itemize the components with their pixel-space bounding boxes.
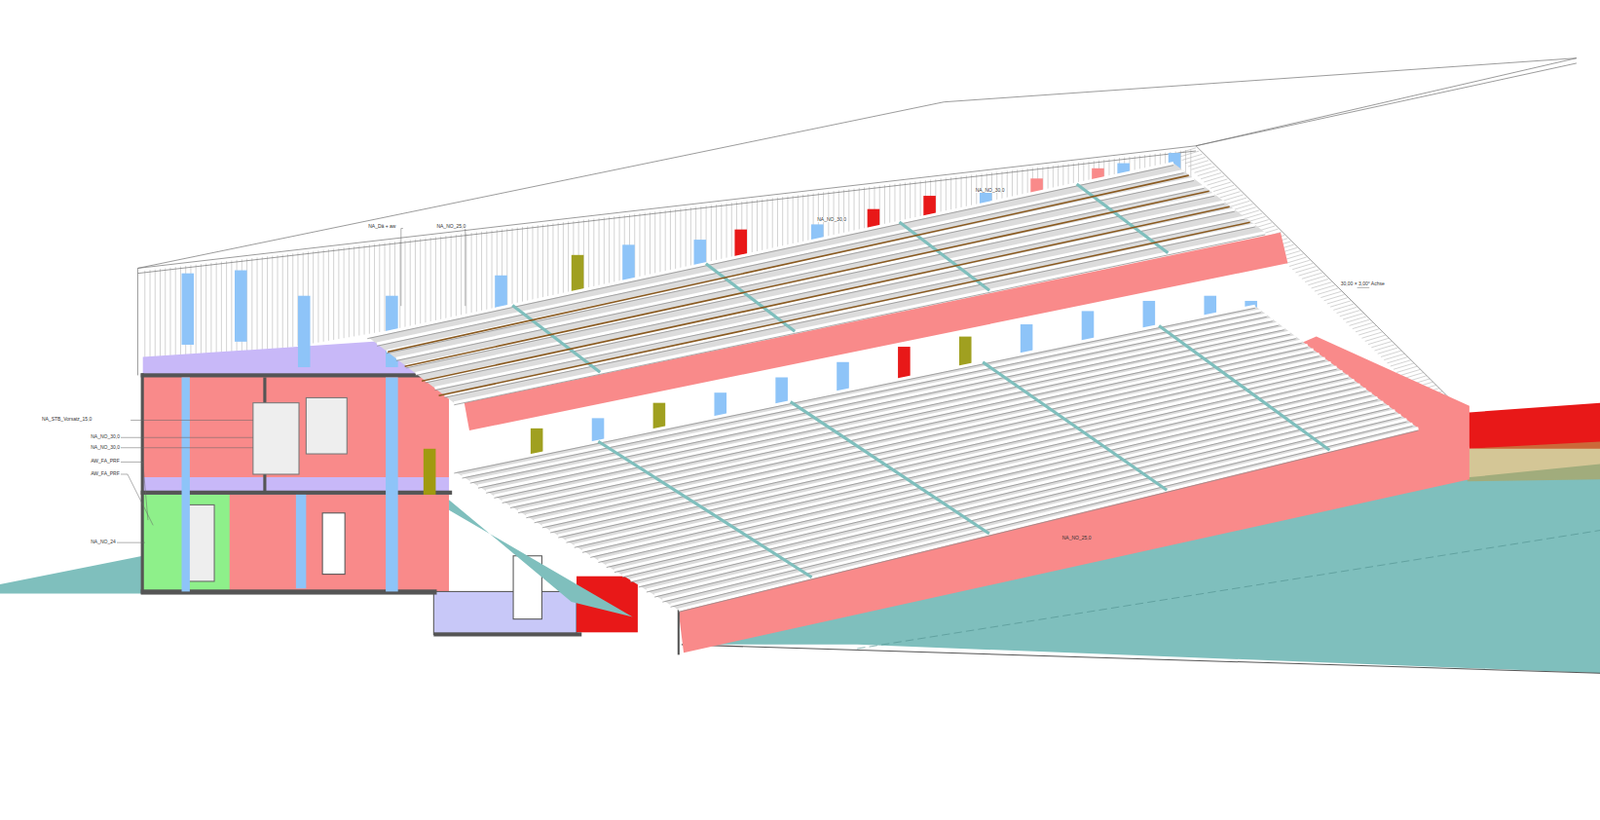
annotation-label: NA_NO_30,0 bbox=[816, 217, 848, 223]
annotation-label: NA_NO_30,0 bbox=[89, 445, 121, 450]
seating-rows bbox=[367, 163, 1418, 613]
annotation-label: NA_NO_30,0 bbox=[974, 187, 1006, 193]
end-wall bbox=[1458, 403, 1600, 449]
annotation-label: NA_NO_24 bbox=[89, 539, 117, 545]
wall-edge bbox=[677, 609, 680, 655]
leader-lines bbox=[113, 228, 1370, 544]
window bbox=[305, 397, 347, 454]
window bbox=[253, 403, 299, 475]
roof bbox=[137, 58, 1576, 409]
door bbox=[322, 513, 345, 575]
annotation-label: 30,00 × 3,00° Achse bbox=[1339, 281, 1386, 287]
building bbox=[143, 374, 449, 592]
annotation-label: NA_Dä + aw bbox=[367, 223, 397, 229]
annotation-label: NA_NO_25,0 bbox=[1061, 535, 1093, 541]
annotation-label: AW_FA_PRF bbox=[89, 458, 121, 464]
annotation-label: NA_NO_30,0 bbox=[89, 434, 121, 440]
fence bbox=[1467, 441, 1600, 482]
annotation-label: NA_NO_25,0 bbox=[435, 223, 467, 229]
annotation-label: NA_STB_Vorsatz_15,0 bbox=[40, 416, 93, 422]
basement bbox=[433, 591, 577, 634]
annotation-label: AW_FA_PRF bbox=[89, 471, 121, 477]
ground-line bbox=[681, 644, 1600, 673]
ground bbox=[0, 556, 144, 595]
